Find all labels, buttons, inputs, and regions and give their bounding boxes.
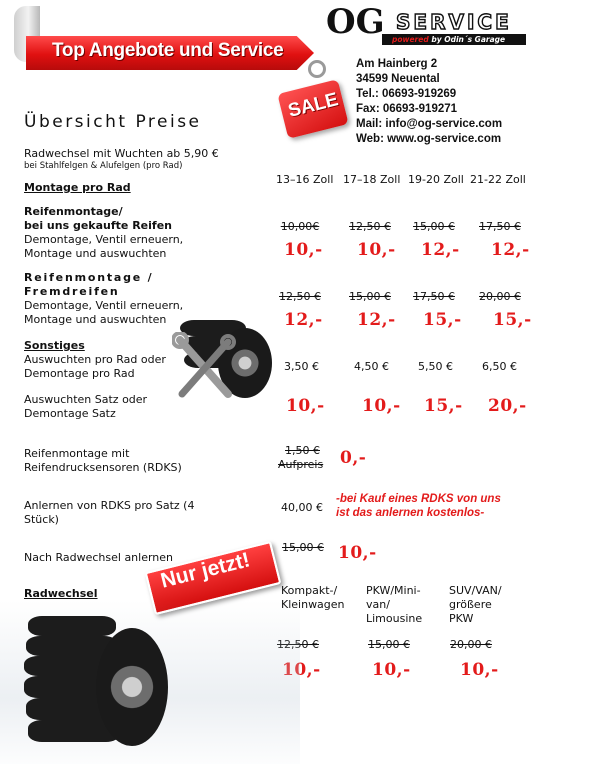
stack-tire-6 <box>28 720 120 742</box>
anlernen-l2: Stück) <box>24 513 59 526</box>
row2-desc2: Montage und auswuchten <box>24 313 167 326</box>
wrench-icon <box>172 332 236 398</box>
col-17-18: 17–18 Zoll <box>343 173 401 186</box>
rw-old-1: 12,50 € <box>277 638 319 651</box>
row2-desc1: Demontage, Ventil erneuern, <box>24 299 184 312</box>
sonst-b-new-2: 10,- <box>362 396 401 416</box>
powered-by: by Odin´s Garage <box>431 35 506 44</box>
sonst-a-price-3: 5,50 € <box>418 360 453 373</box>
logo-powered: powered by Odin´s Garage <box>392 34 505 45</box>
row2-title2: Fremdreifen <box>24 285 120 298</box>
sonstiges-header: Sonstiges <box>24 339 85 352</box>
address-fax: Fax: 06693-919271 <box>356 103 458 115</box>
rw-c1b: Kleinwagen <box>281 598 345 611</box>
rw-old-3: 20,00 € <box>450 638 492 651</box>
col-19-20: 19-20 Zoll <box>408 173 464 186</box>
rdks-l1: Reifenmontage mit <box>24 447 130 460</box>
rdks-old-price: 1,50 € <box>285 444 320 457</box>
rw-c2a: PKW/Mini- <box>366 584 421 597</box>
logo-service: SERVICE <box>395 9 512 34</box>
row1-old-4: 17,50 € <box>479 220 521 233</box>
row2-old-1: 12,50 € <box>279 290 321 303</box>
row1-desc2: Montage und auswuchten <box>24 247 167 260</box>
col-13-16: 13–16 Zoll <box>276 173 334 186</box>
rw-c2b: van/ <box>366 598 390 611</box>
rw-c3a: SUV/VAN/ <box>449 584 502 597</box>
row1-old-3: 15,00 € <box>413 220 455 233</box>
row1-desc1: Demontage, Ventil erneuern, <box>24 233 184 246</box>
row1-title2: bei uns gekaufte Reifen <box>24 219 172 232</box>
banner-title: Top Angebote und Service <box>52 40 284 61</box>
rdks-l2: Reifendrucksensoren (RDKS) <box>24 461 182 474</box>
anlernen-note-1: -bei Kauf eines RDKS von uns <box>336 493 501 505</box>
intro-line1: Radwechsel mit Wuchten ab 5,90 € <box>24 147 219 160</box>
rw-c1a: Kompakt-/ <box>281 584 338 597</box>
sonst-a-price-4: 6,50 € <box>482 360 517 373</box>
address-city: 34599 Neuental <box>356 73 440 85</box>
address-web: Web: www.og-service.com <box>356 133 502 145</box>
row1-old-1: 10,00€ <box>280 220 320 233</box>
anlernen-price: 40,00 € <box>281 501 323 514</box>
powered-word: powered <box>392 35 429 44</box>
col-21-22: 21-22 Zoll <box>470 173 526 186</box>
row2-old-3: 17,50 € <box>413 290 455 303</box>
sonst-a1: Auswuchten pro Rad oder <box>24 353 166 366</box>
rw-c3b: größere <box>449 598 492 611</box>
logo-og: OG <box>326 2 385 42</box>
sonst-b-new-1: 10,- <box>286 396 325 416</box>
row2-new-4: 15,- <box>493 310 532 330</box>
address-tel: Tel.: 06693-919269 <box>356 88 457 100</box>
row2-new-3: 15,- <box>423 310 462 330</box>
rdks-new-price: 0,- <box>340 448 367 468</box>
stack-tire-3 <box>24 656 118 676</box>
rw-c3c: PKW <box>449 612 474 625</box>
row1-new-3: 12,- <box>421 240 460 260</box>
nach-new-price: 10,- <box>338 543 377 563</box>
promo-banner <box>26 36 314 70</box>
sonst-a-price-2: 4,50 € <box>354 360 389 373</box>
rw-new-2: 10,- <box>372 660 411 680</box>
row1-new-1: 10,- <box>284 240 323 260</box>
montage-header: Montage pro Rad <box>24 181 131 194</box>
sonst-b-new-4: 20,- <box>488 396 527 416</box>
address-street: Am Hainberg 2 <box>356 58 438 70</box>
row1-new-4: 12,- <box>491 240 530 260</box>
row2-old-2: 15,00 € <box>349 290 391 303</box>
sonst-b2: Demontage Satz <box>24 407 116 420</box>
intro-line2: bei Stahlfelgen & Alufelgen (pro Rad) <box>24 161 183 171</box>
row1-new-2: 10,- <box>357 240 396 260</box>
row1-old-2: 12,50 € <box>349 220 391 233</box>
sonst-a-price-1: 3,50 € <box>284 360 319 373</box>
anlernen-note-2: ist das anlernen kostenlos- <box>336 507 485 519</box>
rw-c2c: Limousine <box>366 612 423 625</box>
rw-new-3: 10,- <box>460 660 499 680</box>
sonst-b1: Auswuchten Satz oder <box>24 393 148 406</box>
nach-old-price: 15,00 € <box>282 541 324 554</box>
nach-label: Nach Radwechsel anlernen <box>24 551 174 564</box>
rw-old-2: 15,00 € <box>368 638 410 651</box>
tire-stack-1 <box>180 320 246 336</box>
address-mail: Mail: info@og-service.com <box>356 118 503 130</box>
stack-tire-1 <box>28 616 116 636</box>
sale-tag-ring <box>308 60 326 78</box>
front-wheel-icon <box>96 628 168 746</box>
rw-new-1: 10,- <box>282 660 321 680</box>
row2-old-4: 20,00 € <box>479 290 521 303</box>
sonst-a2: Demontage pro Rad <box>24 367 135 380</box>
stack-tire-2 <box>26 636 118 656</box>
logo-bar <box>382 34 526 45</box>
row1-title1: Reifenmontage/ <box>24 205 123 218</box>
sonst-b-new-3: 15,- <box>424 396 463 416</box>
anlernen-l1: Anlernen von RDKS pro Satz (4 <box>24 499 195 512</box>
row2-new-1: 12,- <box>284 310 323 330</box>
radwechsel-header: Radwechsel <box>24 587 98 600</box>
rdks-old-aufpreis: Aufpreis <box>278 458 324 471</box>
page-title: Übersicht Preise <box>24 112 202 132</box>
row2-title1: Reifenmontage / <box>24 271 154 284</box>
row2-new-2: 12,- <box>357 310 396 330</box>
